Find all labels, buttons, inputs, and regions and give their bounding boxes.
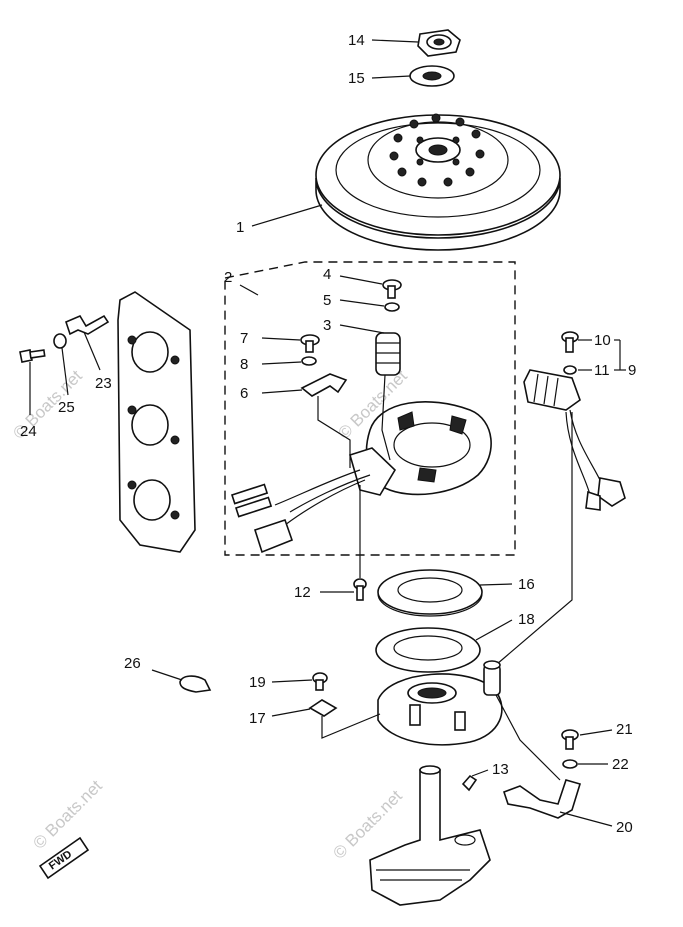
part-9-cdi-unit	[523, 369, 626, 511]
callout-13: 13	[492, 761, 509, 778]
part-2-stator-assembly-box	[224, 261, 516, 556]
part-4-screw	[339, 275, 402, 299]
cylinder-block	[117, 291, 196, 553]
callout-23: 23	[95, 375, 112, 392]
part-22-washer	[562, 759, 608, 769]
callout-22: 22	[612, 756, 629, 773]
crankshaft	[369, 765, 491, 906]
callout-25: 25	[58, 399, 75, 416]
callout-19: 19	[249, 674, 266, 691]
watermarks: © Boats.net © Boats.net © Boats.net © Bo…	[9, 366, 411, 863]
stator-base	[230, 401, 492, 554]
watermark-bottom-left: © Boats.net	[29, 776, 106, 853]
callout-24: 24	[20, 423, 37, 440]
part-5-washer	[339, 299, 400, 312]
part-23-bracket	[65, 314, 110, 371]
callout-16: 16	[518, 576, 535, 593]
part-12-screw	[320, 485, 367, 601]
part-21-screw	[561, 729, 613, 750]
flywheel-holes	[389, 113, 485, 187]
callout-5: 5	[323, 292, 331, 309]
callout-9: 9	[628, 362, 636, 379]
part-20-bracket	[495, 694, 613, 827]
part-13-key	[461, 769, 489, 792]
part-8-washer	[261, 356, 317, 366]
part-26-clip	[151, 669, 212, 693]
callout-14: 14	[348, 32, 365, 49]
callout-6: 6	[240, 385, 248, 402]
callout-labels: 14 15 1 2 4 5 3 7 8 6 10 11 9 23 25 24 1…	[20, 32, 636, 836]
callout-3: 3	[323, 317, 331, 334]
callout-20: 20	[616, 819, 633, 836]
callout-12: 12	[294, 584, 311, 601]
callout-17: 17	[249, 710, 266, 727]
callout-11: 11	[594, 362, 610, 379]
cdi-ground-lead	[489, 412, 573, 671]
part-10-screw	[561, 331, 592, 353]
callout-21: 21	[616, 721, 633, 738]
callout-26: 26	[124, 655, 141, 672]
callout-2: 2	[224, 269, 232, 286]
part-lower-retainer	[377, 660, 503, 746]
part-14-flywheel-nut	[371, 29, 461, 57]
part-17-plate	[271, 699, 381, 739]
callout-8: 8	[240, 356, 248, 373]
callout-4: 4	[323, 266, 331, 283]
callout-15: 15	[348, 70, 365, 87]
part-1-flywheel-magneto	[251, 113, 561, 251]
part-6-clamp	[261, 373, 351, 468]
part-3-charge-coil	[339, 324, 401, 461]
callout-7: 7	[240, 330, 248, 347]
callout-18: 18	[518, 611, 535, 628]
part-16-plate	[377, 569, 513, 617]
callout-1: 1	[236, 219, 244, 236]
part-18-ring	[375, 619, 513, 673]
callout-10: 10	[594, 332, 611, 349]
part-7-screw	[261, 334, 320, 353]
part-19-screw	[271, 672, 328, 691]
part-15-washer	[371, 65, 455, 87]
part-11-washer	[563, 365, 592, 375]
part-25-washer	[53, 333, 69, 396]
part-24-bolt	[19, 349, 46, 415]
